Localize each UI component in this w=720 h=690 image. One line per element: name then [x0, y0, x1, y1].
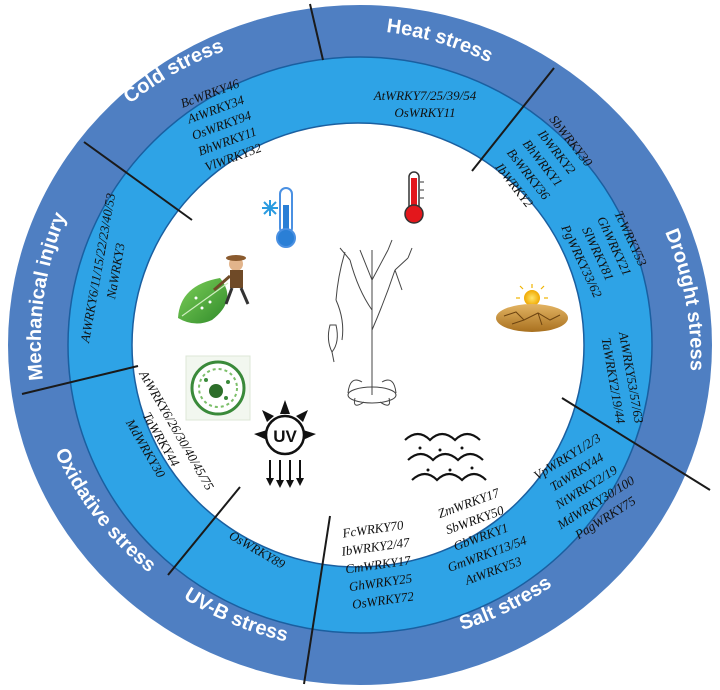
sector-dividers: [21, 3, 711, 685]
sun-dry-soil-icon: [496, 284, 568, 332]
center-disc: [131, 122, 585, 568]
arabidopsis-plant-illustration: [327, 239, 413, 406]
uv-label: UV: [273, 427, 297, 446]
gene-label: AtWRKY7/25/39/54: [373, 88, 477, 103]
thermometer-hot-icon: [404, 171, 424, 224]
saline-water-icon: [404, 432, 487, 482]
cell-icon: [185, 355, 251, 421]
uv-sun-icon: UV: [254, 400, 316, 488]
gene-label: OsWRKY11: [394, 105, 455, 120]
cold-gene-list: BcWRKY46 AtWRKY34 OsWRKY94 BhWRKY11 VlWR…: [178, 75, 264, 174]
farmer-leaf-icon: [178, 255, 250, 324]
heat-gene-list: AtWRKY7/25/39/54 OsWRKY11: [373, 88, 477, 120]
thermometer-cold-icon: [262, 187, 296, 248]
